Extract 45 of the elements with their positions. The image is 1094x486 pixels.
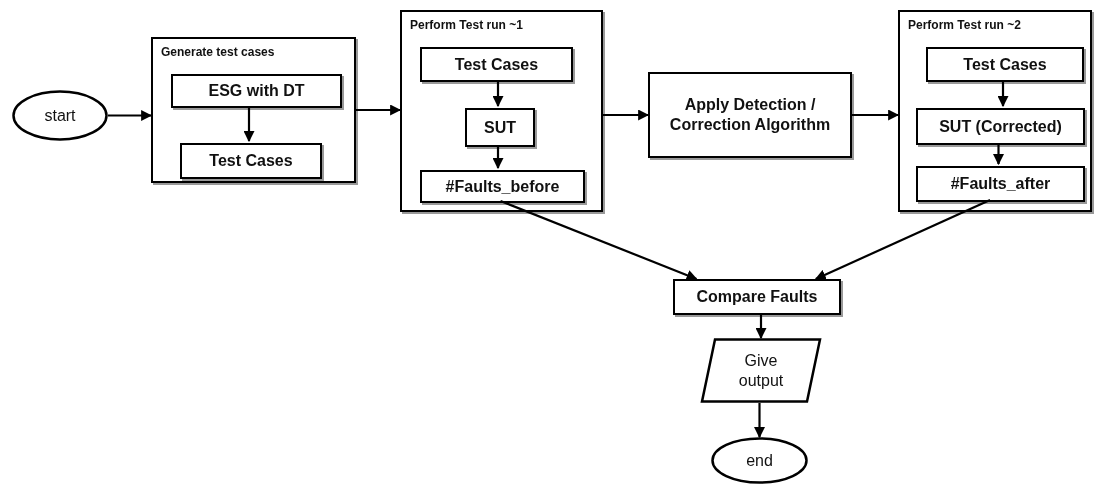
arrow bbox=[500, 199, 698, 281]
node-label: Test Cases bbox=[963, 54, 1047, 75]
arrow bbox=[993, 143, 1004, 166]
process-group bbox=[400, 10, 603, 212]
output-parallelogram bbox=[701, 338, 821, 403]
group-heading: Perform Test run ~2 bbox=[908, 18, 1021, 32]
process-box bbox=[180, 143, 322, 179]
process-box bbox=[465, 108, 535, 147]
node-label: start bbox=[44, 105, 76, 126]
arrow bbox=[356, 104, 402, 116]
process-box bbox=[916, 166, 1085, 202]
arrow bbox=[754, 403, 765, 439]
node-label: Compare Faults bbox=[696, 287, 818, 307]
node-label: Test Cases bbox=[209, 151, 293, 171]
node-label: SUT bbox=[484, 117, 516, 138]
group-heading: Generate test cases bbox=[161, 45, 275, 59]
arrow bbox=[755, 315, 767, 340]
arrow bbox=[492, 145, 504, 170]
arrow bbox=[814, 199, 991, 280]
process-box bbox=[420, 47, 573, 82]
node-label: SUT (Corrected) bbox=[939, 116, 1062, 137]
arrow bbox=[997, 80, 1009, 108]
process-group bbox=[898, 10, 1092, 212]
node-label: Test Cases bbox=[454, 54, 539, 75]
arrow bbox=[492, 80, 504, 108]
node-label: ESG with DT bbox=[208, 81, 305, 101]
process-box bbox=[420, 170, 585, 203]
process-box bbox=[916, 108, 1085, 145]
process-box bbox=[648, 72, 852, 158]
arrow bbox=[243, 106, 255, 143]
arrow bbox=[108, 110, 153, 121]
node-label: Apply Detection / Correction Algorithm bbox=[668, 95, 832, 135]
process-box bbox=[926, 47, 1084, 82]
process-box bbox=[673, 279, 841, 315]
node-label: end bbox=[746, 450, 773, 471]
arrow bbox=[603, 109, 650, 121]
node-label: #Faults_before bbox=[445, 176, 560, 197]
end-terminal bbox=[711, 437, 808, 484]
start-terminal bbox=[12, 90, 108, 141]
node-label: #Faults_after bbox=[950, 174, 1051, 194]
node-label: Give output bbox=[737, 350, 785, 391]
group-heading: Perform Test run ~1 bbox=[410, 18, 523, 32]
process-group bbox=[151, 37, 356, 183]
process-box bbox=[171, 74, 342, 108]
arrow bbox=[852, 109, 900, 121]
